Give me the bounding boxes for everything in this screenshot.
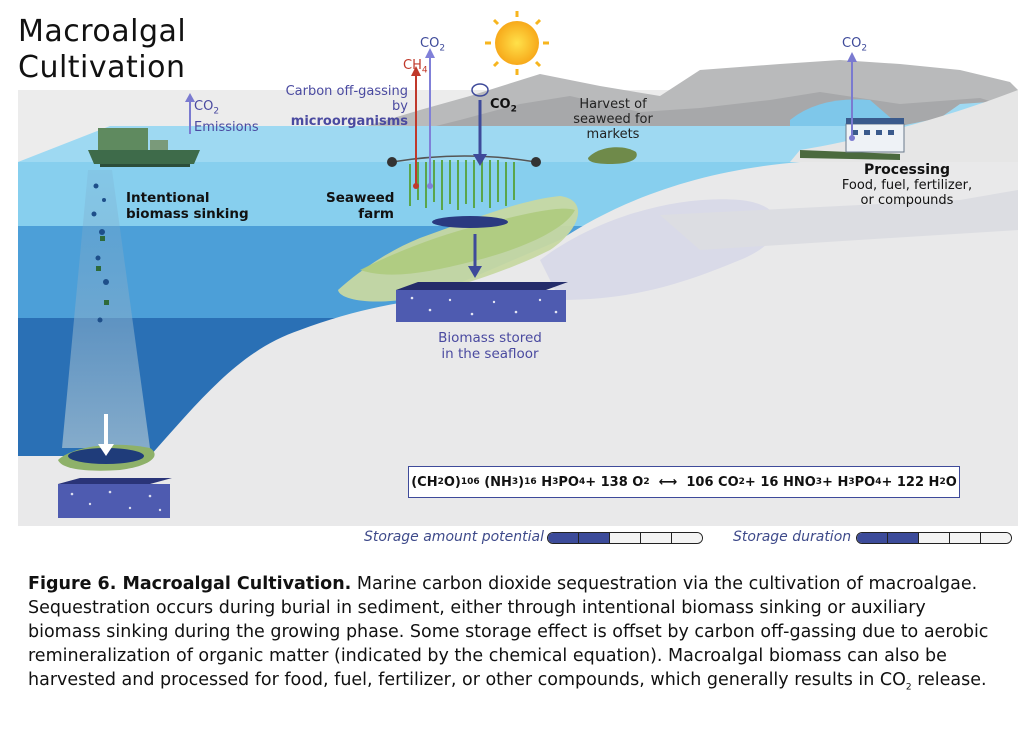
storage-amount-segment: [579, 533, 610, 543]
sun-icon: [485, 11, 549, 75]
equation-arrow: ⟷: [658, 474, 678, 490]
legend-storage-duration: Storage duration: [733, 529, 852, 545]
ch4-label: CH4: [403, 58, 428, 76]
seaweed-farm: [387, 155, 541, 228]
storage-amount-segment: [548, 533, 579, 543]
figure-caption: Figure 6. Macroalgal Cultivation. Marine…: [28, 574, 989, 693]
down-arrow-seafloor: [468, 234, 482, 278]
storage-block-left: [58, 484, 170, 518]
storage-block-seafloor: [396, 290, 566, 322]
seafloor: [18, 162, 1018, 526]
seagrass-patch-inner: [360, 208, 575, 275]
harvest-island: [588, 147, 637, 164]
title-line-1: Macroalgal: [18, 14, 187, 49]
legend-storage-amount: Storage amount potential: [364, 529, 544, 545]
storage-amount-bar: [547, 532, 703, 544]
co2-offgas-arrow: [425, 48, 435, 189]
storage-amount-segment: [610, 533, 641, 543]
ch4-arrow: [411, 66, 421, 189]
storage-amount-segment: [672, 533, 702, 543]
storage-duration-segment: [981, 533, 1011, 543]
harvest-label: Harvest of seaweed for markets: [573, 97, 653, 142]
seafloor-band: [660, 190, 1018, 250]
ship: [88, 128, 200, 167]
sea-surface: [18, 100, 1018, 162]
sinking-plume: [62, 170, 150, 448]
storage-duration-segment: [857, 533, 888, 543]
seaweed-farm-label: Seaweed farm: [326, 190, 395, 222]
storage-duration-segment: [919, 533, 950, 543]
co2-emissions-label: CO2 Emissions: [194, 99, 259, 135]
processing-label: Processing Food, fuel, fertilizer, or co…: [841, 162, 973, 209]
biomass-stored-label: Biomass stored in the seafloor: [438, 330, 542, 362]
co2-offgas-label: CO2: [420, 36, 446, 54]
co2-uptake-label: CO2: [490, 97, 517, 115]
storage-duration-bar: [856, 532, 1012, 544]
carbon-offgassing-label: Carbon off-gassing by microorganisms: [285, 84, 408, 129]
storage-duration-segment: [888, 533, 919, 543]
sinking-particles: [91, 183, 109, 323]
intentional-sinking-label: Intentional biomass sinking: [126, 190, 249, 222]
co2-emissions-arrow: [185, 93, 195, 134]
co2-processing-arrow: [847, 52, 857, 141]
storage-amount-segment: [641, 533, 672, 543]
title-line-2: Cultivation: [18, 50, 186, 85]
co2-processing-label: CO2: [842, 36, 868, 54]
processing-facility: [800, 118, 905, 160]
diagram-title: Macroalgal Cultivation: [18, 14, 186, 86]
storage-duration-segment: [950, 533, 981, 543]
co2-uptake-arrow: [471, 83, 489, 166]
